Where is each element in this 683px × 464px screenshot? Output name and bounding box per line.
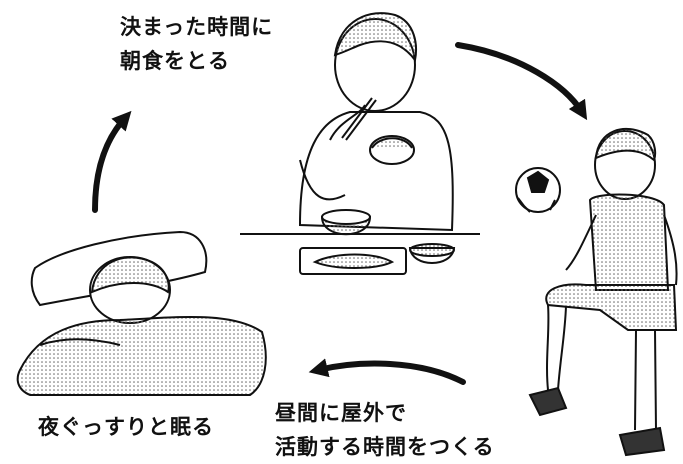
cycle-arrow-icon (308, 358, 466, 385)
caption-line: 決まった時間に (120, 15, 274, 39)
soccer-ball-icon (515, 167, 561, 213)
caption-line: 活動する時間をつくる (275, 435, 495, 459)
eating-boy-icon (240, 12, 480, 275)
cycle-arrow-icon (92, 110, 132, 213)
caption-sleep: 夜ぐっすりと眠る (38, 410, 214, 444)
caption-breakfast: 決まった時間に 朝食をとる (120, 10, 273, 78)
caption-line: 夜ぐっすりと眠る (38, 415, 214, 439)
soccer-boy-icon (528, 127, 678, 457)
caption-line: 昼間に屋外で (275, 401, 407, 425)
caption-outdoor-activity: 昼間に屋外で 活動する時間をつくる (275, 396, 495, 464)
sleeping-boy-icon (16, 230, 267, 396)
caption-line: 朝食をとる (120, 49, 230, 73)
cycle-arrow-icon (455, 42, 588, 121)
